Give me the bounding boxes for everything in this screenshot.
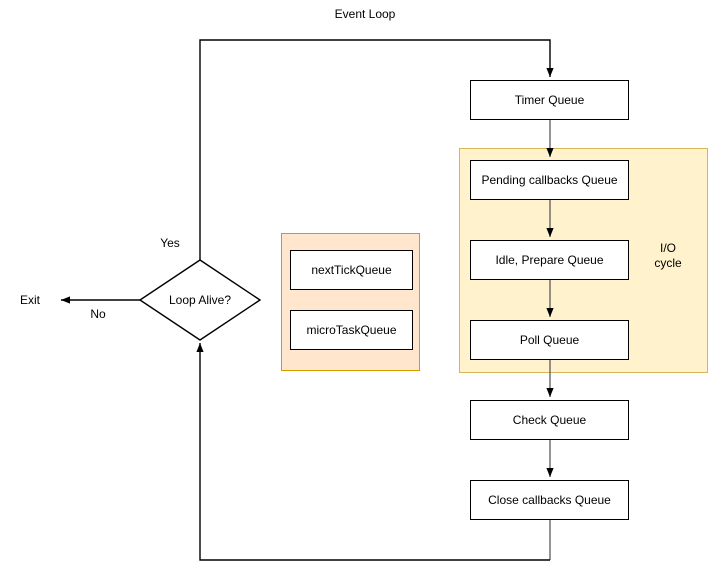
node-check-queue: Check Queue (470, 400, 629, 440)
node-idle-prepare-queue-label: Idle, Prepare Queue (495, 253, 604, 267)
node-pending-callbacks-queue: Pending callbacks Queue (470, 160, 629, 200)
node-poll-queue: Poll Queue (470, 320, 629, 360)
decision-diamond-loop-alive (138, 259, 262, 341)
io-cycle-label: I/O cycle (640, 241, 696, 271)
edge-label-exit: Exit (19, 293, 40, 307)
node-close-callbacks-queue-label: Close callbacks Queue (488, 493, 611, 507)
node-timer-queue-label: Timer Queue (514, 93, 585, 107)
io-cycle-label-line1: I/O (659, 241, 676, 255)
node-next-tick-queue: nextTickQueue (290, 250, 413, 290)
edge-label-no: No (90, 307, 106, 321)
loop-return-path (196, 343, 550, 561)
loop-yes-path (199, 39, 554, 260)
diagram-title: Event Loop (334, 7, 396, 21)
node-pending-callbacks-queue-label: Pending callbacks Queue (481, 173, 618, 187)
node-next-tick-queue-label: nextTickQueue (311, 263, 392, 277)
node-check-queue-label: Check Queue (512, 413, 587, 427)
node-poll-queue-label: Poll Queue (519, 333, 580, 347)
node-timer-queue: Timer Queue (470, 80, 629, 120)
node-idle-prepare-queue: Idle, Prepare Queue (470, 240, 629, 280)
edge-label-yes: Yes (160, 236, 180, 250)
node-micro-task-queue-label: microTaskQueue (306, 323, 397, 337)
node-close-callbacks-queue: Close callbacks Queue (470, 480, 629, 520)
io-cycle-label-line2: cycle (654, 256, 682, 270)
decision-label: Loop Alive? (168, 293, 232, 307)
node-micro-task-queue: microTaskQueue (290, 310, 413, 350)
